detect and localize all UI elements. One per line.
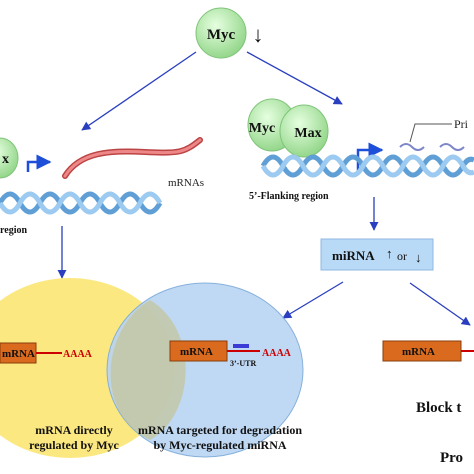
left-region-label: region [0, 225, 27, 236]
arrow-mirna-to-right [409, 282, 471, 326]
down-arrow-small-icon: ↓ [415, 250, 422, 265]
myc-top-circle [195, 7, 247, 59]
venn-left-mrna-label: mRNA [2, 348, 35, 360]
venn-mid-polya: AAAA [262, 348, 292, 359]
venn-right-caption-1: mRNA targeted for degradation [138, 423, 302, 437]
venn-left-caption-1: mRNA directly [35, 423, 112, 437]
pri-label: Pri [454, 117, 469, 131]
mirna-box [320, 238, 434, 271]
max-right-circle [279, 104, 329, 158]
myc-right-label: Myc [249, 121, 275, 136]
left-partial-label: x [2, 152, 9, 167]
left-dna-helix [0, 191, 163, 215]
pri-leader-line [409, 123, 452, 143]
mirna-label: miRNA [332, 248, 375, 263]
left-tss-arrow-icon [26, 154, 52, 172]
venn-right-caption-2: by Myc-regulated miRNA [153, 438, 286, 452]
flanking-region-label: 5’-Flanking region [249, 191, 329, 202]
up-arrow-icon: ↑ [386, 246, 393, 261]
venn-mid-mrna-label: mRNA [180, 346, 213, 358]
arrow-mirna-to-venn [282, 281, 344, 319]
max-right-label: Max [294, 126, 321, 141]
mirna-or-label: or [397, 249, 407, 263]
right-mrna-label: mRNA [402, 346, 435, 358]
arrow-to-left-panel [81, 51, 197, 131]
left-mrnas-label: mRNAs [168, 177, 204, 189]
protein-label: Pro [440, 450, 463, 466]
myc-top-label: Myc [207, 27, 236, 43]
venn-mid-utr: 3’-UTR [230, 359, 256, 368]
right-tss-arrow-icon [356, 142, 384, 172]
left-partial-protein [0, 137, 19, 179]
down-arrow-icon: ↓ [253, 22, 264, 47]
utr-mirna-bar [233, 344, 249, 348]
block-translation-label: Block t [416, 400, 461, 416]
pri-mirna-strand-1 [399, 143, 425, 151]
venn-left-polya: AAAA [63, 349, 93, 360]
pri-mirna-strand-2 [439, 143, 465, 151]
right-dna-helix [260, 154, 474, 178]
arrow-to-right-panel [246, 51, 343, 105]
venn-left-caption-2: regulated by Myc [29, 438, 119, 452]
venn-overlap [110, 300, 186, 440]
